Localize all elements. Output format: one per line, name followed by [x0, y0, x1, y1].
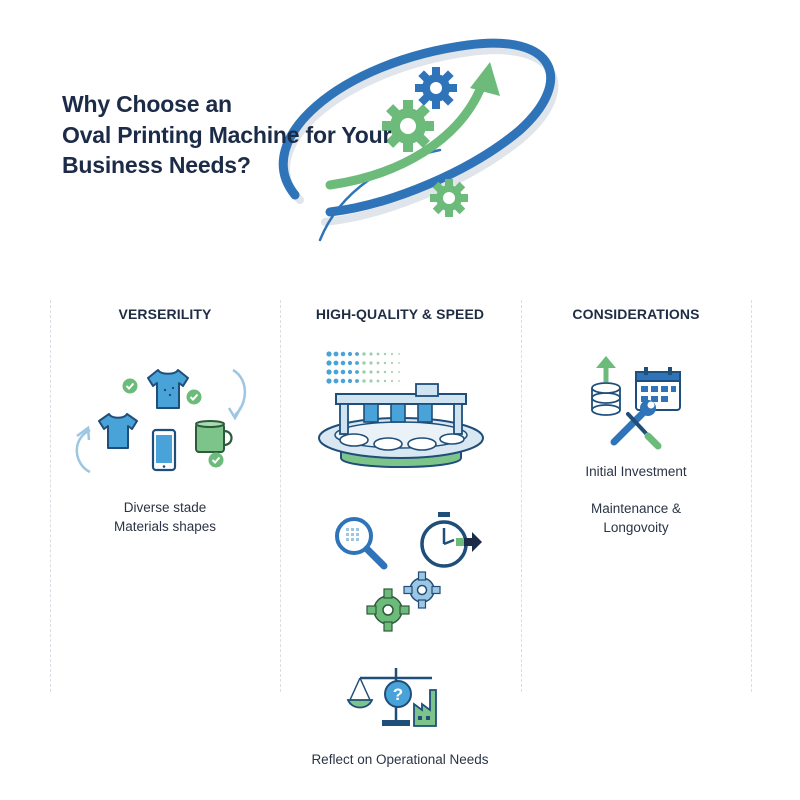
halftone-dot	[355, 379, 359, 383]
halftone-dot	[340, 369, 346, 375]
investment-maintenance-icon	[591, 356, 681, 450]
halftone-dot	[326, 369, 332, 375]
check-icon	[208, 452, 224, 468]
halftone-dot	[340, 360, 346, 366]
column-divider	[751, 300, 752, 692]
halftone-dot	[362, 361, 366, 365]
halftone-dot	[333, 369, 339, 375]
tshirt-icon	[98, 413, 138, 449]
halftone-dot	[398, 353, 400, 355]
column-heading-considerations: CONSIDERATIONS	[572, 306, 700, 322]
halftone-dot	[333, 351, 339, 357]
halftone-dot	[390, 361, 394, 365]
cycle-arrows-icon	[75, 368, 247, 474]
halftone-dot	[390, 379, 394, 383]
halftone-dot	[333, 378, 339, 384]
halftone-dot	[390, 370, 394, 374]
caption-operational-needs: Reflect on Operational Needs	[311, 752, 489, 767]
halftone-dot	[376, 370, 380, 374]
balance-scale-question-icon: ?	[346, 668, 437, 727]
caption-diverse: Diverse stade	[123, 500, 207, 515]
halftone-dot	[369, 379, 373, 383]
gear-icon	[430, 179, 468, 217]
halftone-dot	[376, 379, 380, 383]
halftone-dot	[376, 352, 380, 356]
halftone-dot	[326, 351, 332, 357]
title-line-3: Business Needs?	[62, 152, 251, 178]
column-heading-versatility: VERSERILITY	[118, 306, 212, 322]
smartphone-icon	[151, 428, 177, 472]
title-line-1: Why Choose an	[62, 91, 232, 117]
halftone-dot	[383, 352, 387, 356]
halftone-dots-icon	[326, 351, 400, 384]
halftone-dot	[398, 362, 400, 364]
column-divider	[521, 300, 522, 692]
halftone-dot	[355, 361, 359, 365]
check-icon	[186, 389, 202, 405]
mug-icon	[195, 420, 233, 453]
halftone-dot	[326, 360, 332, 366]
halftone-dot	[383, 370, 387, 374]
halftone-dot	[340, 351, 346, 357]
halftone-dot	[383, 361, 387, 365]
halftone-dot	[362, 379, 366, 383]
caption-materials: Materials shapes	[113, 519, 217, 534]
halftone-dot	[347, 351, 353, 357]
svg-text:?: ?	[393, 685, 403, 704]
oval-printing-machine-icon	[318, 383, 484, 468]
magnifier-icon	[335, 517, 388, 570]
halftone-dot	[383, 379, 387, 383]
caption-initial-investment: Initial Investment	[585, 464, 687, 479]
halftone-dot	[347, 360, 353, 366]
title-line-2: Oval Printing Machine for Your	[62, 122, 392, 148]
caption-maintenance: Maintenance &	[590, 501, 682, 516]
halftone-dot	[369, 352, 373, 356]
column-heading-quality-speed: HIGH-QUALITY & SPEED	[315, 306, 485, 322]
halftone-dot	[333, 360, 339, 366]
halftone-dot	[347, 369, 353, 375]
gears-icon	[366, 571, 441, 632]
gear-icon	[382, 100, 434, 152]
halftone-dot	[326, 378, 332, 384]
column-divider	[280, 300, 281, 692]
halftone-dot	[376, 361, 380, 365]
halftone-dot	[347, 378, 353, 384]
halftone-dot	[355, 352, 359, 356]
tshirt-icon	[147, 369, 189, 409]
gear-icon	[415, 67, 457, 109]
halftone-dot	[362, 352, 366, 356]
oval-swoosh-logo	[278, 38, 559, 242]
column-divider	[50, 300, 51, 692]
caption-longevity: Longovoity	[603, 520, 669, 535]
stopwatch-icon	[420, 512, 482, 568]
halftone-dot	[369, 370, 373, 374]
halftone-dot	[398, 371, 400, 373]
halftone-dot	[398, 380, 400, 382]
halftone-dot	[340, 378, 346, 384]
halftone-dot	[390, 352, 394, 356]
check-icon	[122, 378, 138, 394]
halftone-dot	[362, 370, 366, 374]
halftone-dot	[369, 361, 373, 365]
halftone-dot	[355, 370, 359, 374]
